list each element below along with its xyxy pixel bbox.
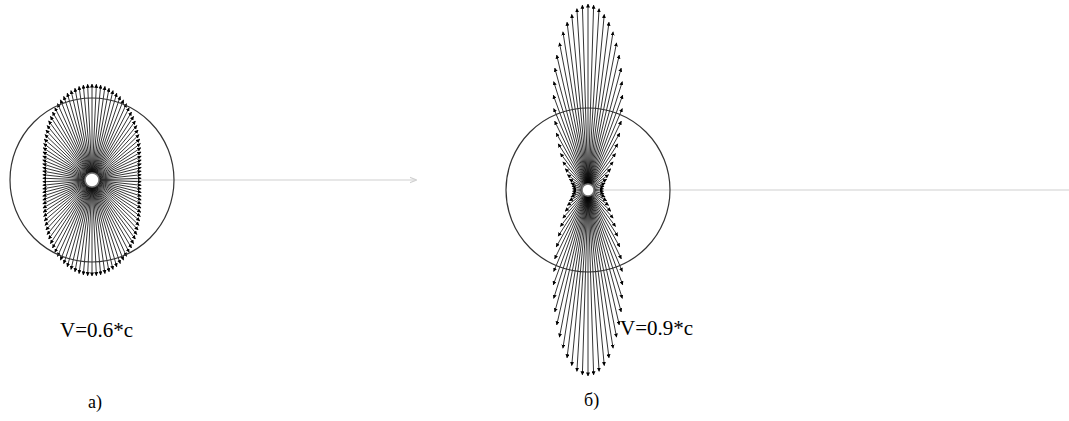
velocity-line bbox=[588, 189, 1069, 190]
field-line bbox=[64, 180, 92, 264]
field-line bbox=[92, 180, 141, 204]
field-line bbox=[43, 160, 92, 180]
field-line bbox=[555, 68, 588, 190]
field-line bbox=[560, 153, 588, 190]
charge bbox=[582, 184, 594, 196]
field-line bbox=[588, 190, 618, 236]
field-line bbox=[555, 121, 588, 190]
field-line bbox=[588, 190, 620, 247]
charge bbox=[85, 173, 99, 187]
field-line bbox=[588, 190, 589, 376]
field-line bbox=[588, 190, 621, 312]
field-line bbox=[43, 156, 92, 180]
field-line bbox=[92, 180, 140, 216]
field-line bbox=[52, 112, 92, 180]
panel-letter: а) bbox=[88, 393, 102, 411]
field-line bbox=[555, 190, 588, 259]
field-line bbox=[92, 180, 134, 244]
field-line bbox=[92, 180, 141, 200]
field-line bbox=[92, 180, 137, 235]
field-line bbox=[92, 180, 141, 208]
field-line bbox=[588, 190, 616, 227]
field-line bbox=[588, 22, 609, 190]
field-line bbox=[50, 116, 92, 180]
velocity-line bbox=[92, 179, 416, 180]
field-line bbox=[588, 5, 594, 190]
field-line bbox=[43, 152, 92, 180]
field-line bbox=[92, 96, 120, 180]
field-line bbox=[558, 144, 588, 190]
field-line bbox=[554, 82, 588, 190]
field-line bbox=[557, 55, 588, 190]
field-line bbox=[588, 4, 589, 190]
field-line bbox=[588, 9, 599, 190]
field-line bbox=[92, 88, 109, 180]
field-line bbox=[92, 180, 132, 248]
field-line bbox=[92, 85, 101, 180]
field-line bbox=[582, 190, 588, 375]
field-line bbox=[92, 180, 141, 196]
field-line bbox=[588, 121, 621, 190]
reference-circle bbox=[506, 108, 670, 272]
field-line bbox=[557, 190, 588, 325]
velocity-label: V=0.6*c bbox=[60, 320, 133, 341]
field-line bbox=[588, 190, 621, 259]
field-line bbox=[44, 144, 92, 180]
field-line bbox=[75, 180, 92, 272]
field-line bbox=[567, 190, 588, 358]
reference-circle bbox=[10, 98, 174, 262]
field-line bbox=[588, 55, 619, 190]
field-line bbox=[49, 180, 92, 239]
field-line bbox=[588, 190, 619, 325]
velocity-label: V=0.9*c bbox=[620, 318, 693, 339]
field-line bbox=[43, 148, 92, 180]
field-line bbox=[588, 190, 622, 298]
panel-letter: б) bbox=[584, 391, 599, 409]
field-lines bbox=[553, 4, 622, 376]
field-line bbox=[92, 180, 141, 212]
field-line bbox=[83, 180, 92, 275]
field-line bbox=[577, 190, 588, 371]
field-lines bbox=[43, 84, 142, 276]
field-line bbox=[47, 125, 92, 180]
field-line bbox=[92, 121, 135, 180]
field-line bbox=[556, 133, 588, 190]
field-line bbox=[588, 190, 622, 272]
field-line bbox=[43, 164, 92, 180]
field-line bbox=[554, 109, 588, 191]
